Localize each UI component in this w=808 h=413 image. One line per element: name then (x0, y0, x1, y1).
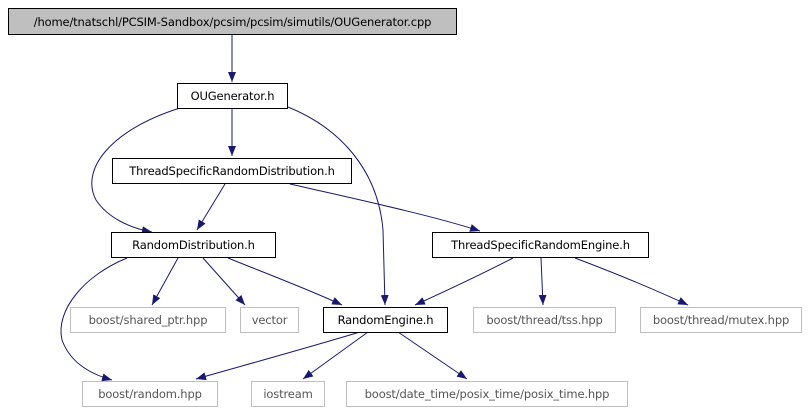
edge-re-iostream (302, 331, 369, 380)
edge-rd-sharedptr (151, 257, 179, 306)
edge-ougen-rd (91, 107, 181, 235)
node-randomengine-h[interactable]: RandomEngine.h (323, 307, 448, 333)
node-boost-thread-mutex-hpp[interactable]: boost/thread/mutex.hpp (640, 307, 802, 333)
node-boost-thread-tss-hpp[interactable]: boost/thread/tss.hpp (473, 307, 616, 333)
node-ougenerator-h[interactable]: OUGenerator.h (177, 83, 288, 109)
edge-rd-random (60, 257, 128, 382)
edge-tsrd-tsre (289, 183, 481, 232)
edge-rd-vector (202, 257, 246, 306)
node-iostream[interactable]: iostream (251, 381, 325, 407)
node-boost-random-hpp[interactable]: boost/random.hpp (82, 381, 218, 407)
node-boost-shared-ptr-hpp[interactable]: boost/shared_ptr.hpp (70, 307, 226, 333)
node-ougenerator-cpp[interactable]: /home/tnatschl/PCSIM-Sandbox/pcsim/pcsim… (8, 8, 457, 35)
edge-tsre-tss (538, 257, 547, 306)
node-vector[interactable]: vector (240, 307, 299, 333)
edge-re-posix (397, 331, 468, 380)
node-boost-date-time-posix-time-hpp[interactable]: boost/date_time/posix_time/posix_time.hp… (346, 381, 628, 407)
edge-ougen-re (287, 106, 389, 306)
node-threadspecificrandomdistribution-h[interactable]: ThreadSpecificRandomDistribution.h (112, 158, 352, 184)
edge-re-random (195, 331, 361, 381)
edge-rd-re (227, 257, 343, 306)
node-randomdistribution-h[interactable]: RandomDistribution.h (111, 232, 276, 258)
node-threadspecificrandomengine-h[interactable]: ThreadSpecificRandomEngine.h (432, 232, 649, 258)
edge-tsre-re (414, 257, 514, 306)
edge-tsre-mutex (574, 257, 689, 306)
edge-tsrd-rd (196, 183, 226, 231)
